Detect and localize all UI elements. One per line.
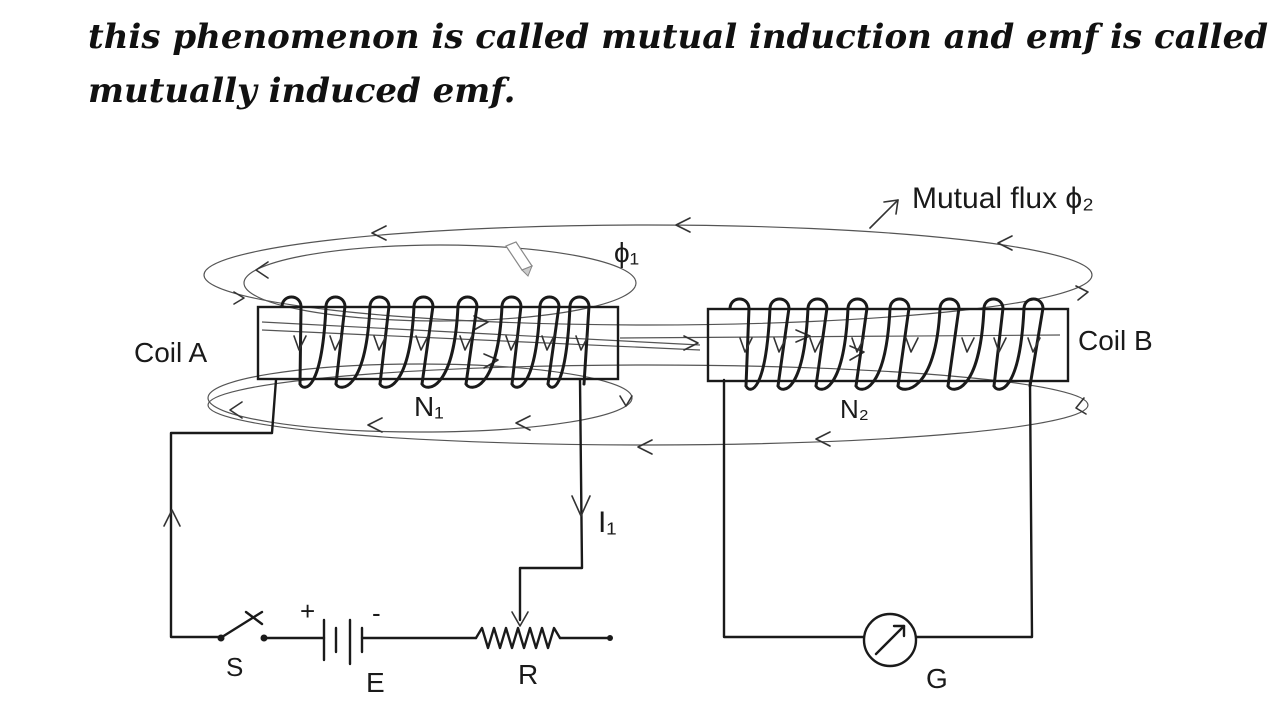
explanation-line-1: this phenomenon is called mutual inducti… <box>88 17 1268 57</box>
flux-arrow <box>637 439 653 455</box>
flux-arrow <box>675 217 691 233</box>
switch-blade <box>220 610 264 639</box>
flux-arrow <box>367 417 383 433</box>
winding-arrow <box>459 335 473 351</box>
core-flux-arrow <box>795 329 811 343</box>
winding-arrow <box>373 335 387 351</box>
coil-a-label: Coil A <box>134 337 207 368</box>
coil-b-label: Coil B <box>1078 325 1153 356</box>
flux-arrow <box>255 261 269 279</box>
flux-arrow <box>1075 397 1087 415</box>
flux-arrow <box>515 415 531 431</box>
winding-arrow <box>851 337 865 353</box>
rheostat-zigzag <box>474 626 562 650</box>
winding-arrow <box>1027 337 1041 353</box>
switch-label: S <box>226 652 243 682</box>
coil-a-core <box>256 305 620 381</box>
galvanometer-needle <box>874 624 906 656</box>
mutual-flux-loop-lower <box>207 364 1089 446</box>
explanation-line-2: mutually induced emf. <box>88 71 516 111</box>
winding-arrow <box>293 335 307 351</box>
flux-line-through-core-2 <box>261 329 701 351</box>
flux-arrow <box>371 225 387 241</box>
n1-label: N₁ <box>414 391 444 422</box>
flux-arrow <box>997 235 1013 251</box>
flux-arrows <box>229 199 1089 455</box>
pen-cursor-icon <box>505 241 533 277</box>
battery-label: E <box>366 667 385 698</box>
flux-lines <box>203 224 1093 446</box>
winding-arrow <box>961 337 975 353</box>
mutual-flux-label: Mutual flux ϕ₂ <box>912 182 1094 215</box>
secondary-wire-right <box>914 380 1034 639</box>
primary-wire-right <box>518 378 584 622</box>
mutual-flux-loop-upper <box>203 224 1093 326</box>
flux-arrow <box>1075 285 1089 301</box>
winding-arrow <box>415 335 429 351</box>
flux1-loop-lower <box>207 363 633 433</box>
primary-wire-left <box>169 378 278 639</box>
coil-b-winding <box>728 297 1045 391</box>
galvanometer-label: G <box>926 663 948 694</box>
winding-arrow <box>329 335 343 351</box>
battery-plus-label: + <box>300 596 315 626</box>
flux1-loop-upper <box>243 244 637 322</box>
diagram-labels: Mutual flux ϕ₂ ϕ₁ Coil A Coil B N₁ N₂ I₁… <box>134 182 1153 698</box>
winding-arrow <box>739 337 753 353</box>
rheostat-terminal <box>607 635 613 641</box>
left-wire-arrow <box>163 509 181 527</box>
galvanometer <box>862 612 918 668</box>
battery-minus-label: - <box>372 598 381 628</box>
coil-b-core <box>706 307 1070 383</box>
flux-arrow <box>229 401 243 419</box>
winding-arrow <box>773 337 787 353</box>
winding-arrow <box>905 337 919 353</box>
primary-circuit <box>163 378 613 666</box>
flux-line-through-core-1 <box>261 321 701 346</box>
core-flux-arrow <box>473 315 489 331</box>
secondary-circuit <box>722 378 1034 668</box>
switch-mark <box>244 610 264 626</box>
flux-arrow <box>815 431 831 447</box>
flux-arrow <box>233 291 245 305</box>
mutual-flux-pointer-head <box>883 199 899 215</box>
core-flux-arrow <box>849 345 865 361</box>
winding-arrow <box>809 337 823 353</box>
flux-line-through-core-3 <box>619 334 1061 339</box>
winding-arrow <box>575 335 589 351</box>
current-arrow <box>571 495 591 517</box>
mutual-flux-pointer <box>869 199 899 229</box>
winding-arrow <box>541 335 555 351</box>
n2-label: N₂ <box>840 394 869 424</box>
winding-arrow <box>505 335 519 351</box>
resistor-label: R <box>518 659 538 690</box>
explanation-text: this phenomenon is called mutual inducti… <box>88 0 1268 118</box>
galvanometer-needle-head <box>892 624 906 638</box>
core-flux-arrow <box>683 335 699 351</box>
flux1-label: ϕ₁ <box>614 237 639 268</box>
rheostat-slider-arrow <box>511 611 529 627</box>
flux-arrow <box>619 395 633 407</box>
secondary-wire-left <box>722 378 866 639</box>
core-flux-arrow <box>483 353 499 369</box>
current-label: I₁ <box>598 506 616 539</box>
winding-arrow <box>993 337 1007 353</box>
coil-a-winding <box>280 295 591 389</box>
